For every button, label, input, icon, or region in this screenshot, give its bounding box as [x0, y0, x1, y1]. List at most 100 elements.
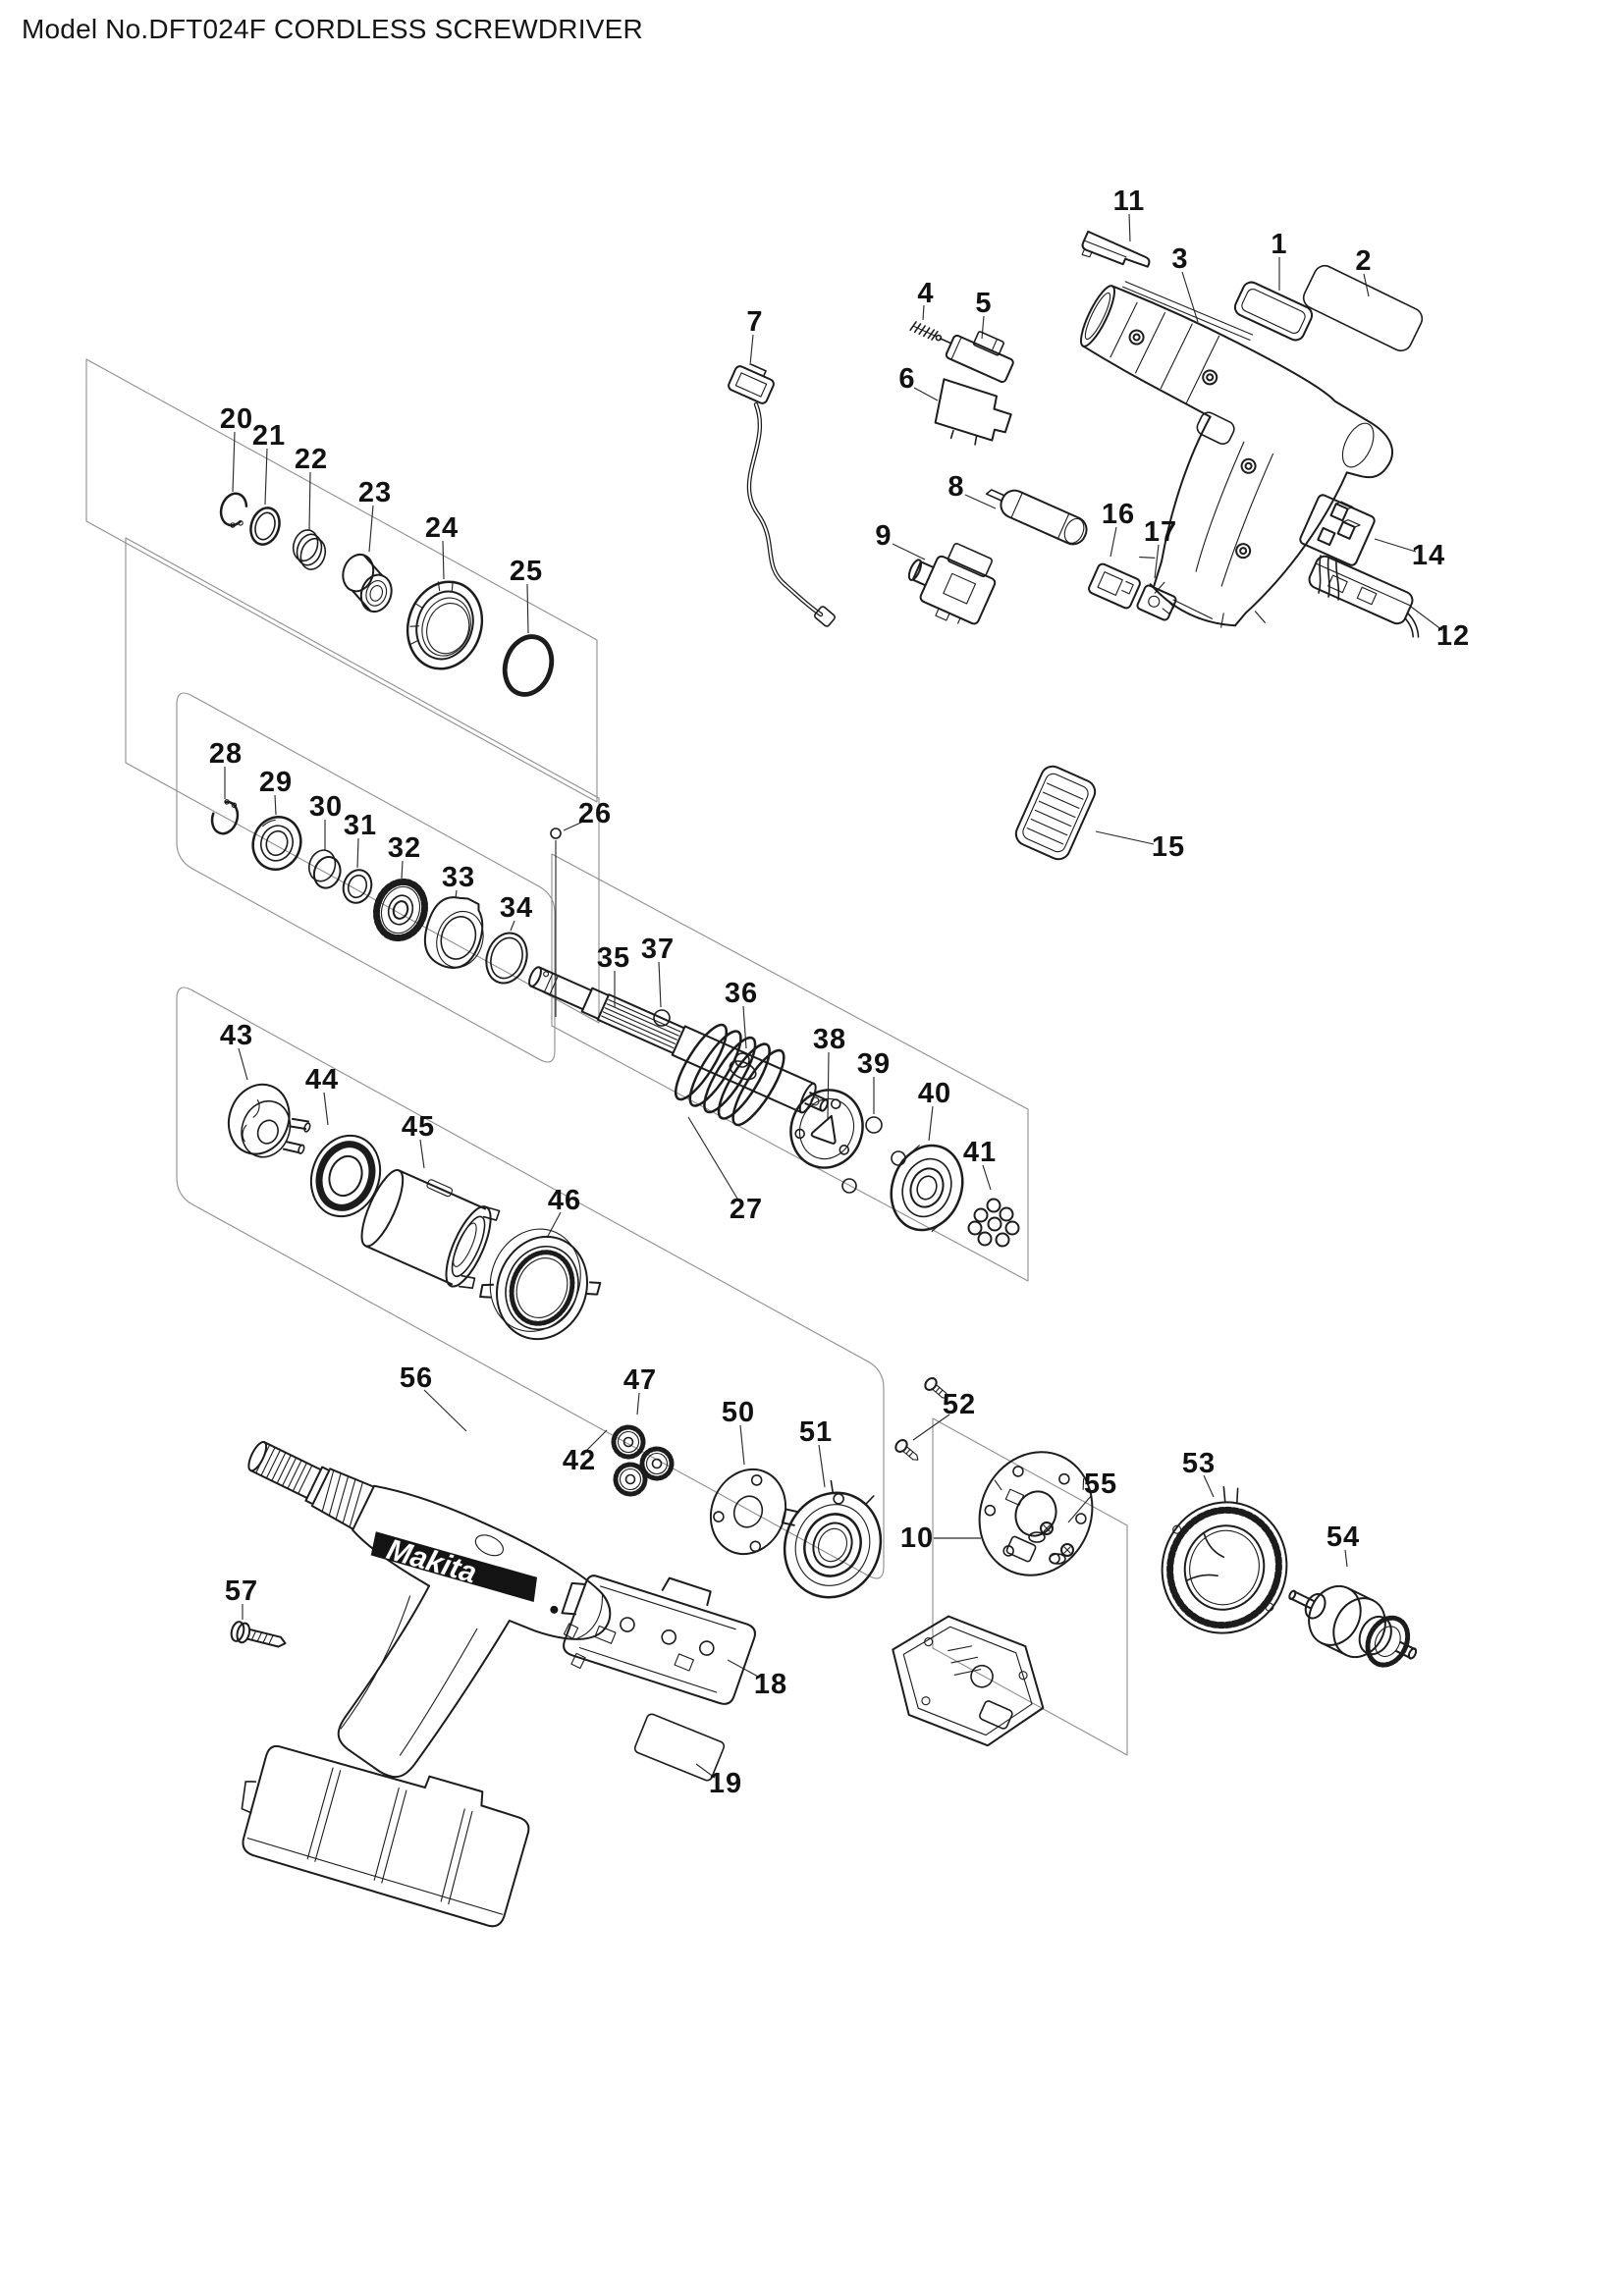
part-label-37: 37	[641, 934, 675, 965]
part-art-25	[502, 634, 555, 697]
leader-line-29	[274, 794, 277, 816]
part-label-50: 50	[722, 1397, 755, 1428]
part-label-17: 17	[1144, 516, 1177, 548]
part-label-24: 24	[425, 512, 459, 544]
leader-line-52	[912, 1414, 950, 1441]
part-art-1	[1233, 281, 1314, 342]
leader-line-23	[368, 505, 374, 553]
part-art-39	[865, 1116, 883, 1134]
leader-line-20	[232, 431, 236, 493]
part-art-20	[219, 492, 248, 528]
part-art-2	[1302, 264, 1424, 352]
part-label-5: 5	[975, 288, 992, 319]
leader-line-55	[1067, 1494, 1093, 1523]
leader-line-22	[308, 471, 311, 531]
leader-line-3	[1181, 271, 1199, 323]
leader-line-11	[1128, 213, 1131, 242]
part-art-47	[611, 1424, 675, 1497]
part-label-31: 31	[344, 810, 377, 841]
part-art-30	[308, 849, 342, 889]
part-label-26: 26	[578, 798, 612, 829]
leader-line-53	[1203, 1474, 1215, 1498]
part-art-26	[550, 828, 562, 839]
part-art-21	[249, 507, 281, 546]
part-art-45	[360, 1169, 501, 1289]
leader-line-8	[964, 494, 997, 509]
leader-line-16	[1110, 526, 1117, 558]
part-label-45: 45	[402, 1111, 435, 1143]
leader-line-37	[658, 961, 662, 1008]
ball	[891, 1150, 906, 1166]
leader-line-17	[1154, 544, 1160, 579]
part-art-7-wire	[746, 401, 836, 627]
group-outlines	[85, 358, 1128, 1756]
part-art-44	[309, 1134, 382, 1218]
group-outline-e	[932, 1417, 1128, 1756]
part-art-43	[227, 1083, 311, 1158]
part-art-15	[1014, 765, 1097, 861]
ball	[841, 1178, 857, 1194]
part-art-41	[967, 1198, 1020, 1248]
part-label-1: 1	[1271, 229, 1287, 260]
part-label-23: 23	[358, 477, 392, 508]
leader-line-38	[827, 1051, 830, 1120]
part-label-41: 41	[963, 1137, 997, 1168]
part-label-21: 21	[252, 420, 286, 452]
part-label-18: 18	[754, 1669, 787, 1700]
part-art-24	[406, 580, 484, 670]
part-art-34	[485, 932, 528, 985]
part-art-56: Makita	[241, 1440, 612, 1928]
part-art-16	[1088, 562, 1141, 610]
leader-line-12	[1410, 606, 1443, 631]
part-label-46: 46	[548, 1185, 581, 1216]
part-art-31	[342, 869, 373, 904]
part-label-19: 19	[709, 1768, 742, 1799]
part-art-3	[1080, 281, 1394, 628]
makita-logo: Makita	[383, 1533, 480, 1589]
leader-line-25	[526, 583, 529, 634]
part-label-39: 39	[857, 1048, 891, 1080]
part-art-50	[709, 1468, 787, 1556]
leader-line-5	[981, 315, 985, 340]
part-art-35	[528, 966, 829, 1114]
part-label-15: 15	[1152, 831, 1185, 863]
leader-line-40	[928, 1105, 934, 1142]
part-art-9	[907, 543, 997, 625]
part-label-47: 47	[623, 1364, 657, 1396]
part-art-4	[909, 321, 939, 341]
part-label-11: 11	[1113, 186, 1146, 217]
part-label-7: 7	[746, 306, 763, 338]
group-outline-c	[551, 853, 1029, 1282]
part-label-14: 14	[1412, 540, 1445, 571]
part-art-40	[890, 1144, 964, 1232]
part-label-6: 6	[898, 363, 915, 395]
part-art-51	[781, 1479, 883, 1599]
part-art-22	[292, 529, 327, 570]
part-art-18	[561, 1575, 756, 1705]
leader-line-24	[442, 540, 445, 580]
part-art-14	[1299, 494, 1376, 566]
leader-line-54	[1344, 1549, 1348, 1568]
part-art-10-hex	[892, 1615, 1045, 1747]
part-art-8	[985, 489, 1088, 546]
leader-line-45	[419, 1139, 425, 1169]
part-art-32	[372, 878, 429, 942]
part-art-46	[479, 1228, 602, 1341]
leader-line-15	[1095, 830, 1155, 845]
part-art-33	[423, 896, 484, 969]
part-art-53	[1161, 1485, 1288, 1634]
part-label-36: 36	[725, 978, 758, 1009]
part-art-23	[342, 553, 393, 614]
part-label-40: 40	[918, 1078, 951, 1109]
part-art-12	[1308, 555, 1420, 638]
leader-line-31	[356, 837, 359, 869]
leader-line-26	[563, 820, 586, 831]
group-outline-b-outer	[125, 537, 600, 1024]
part-art-6	[934, 378, 1012, 446]
leader-line-21	[264, 448, 268, 506]
part-art-52	[894, 1377, 948, 1461]
part-label-35: 35	[597, 942, 630, 974]
part-label-2: 2	[1355, 245, 1372, 277]
